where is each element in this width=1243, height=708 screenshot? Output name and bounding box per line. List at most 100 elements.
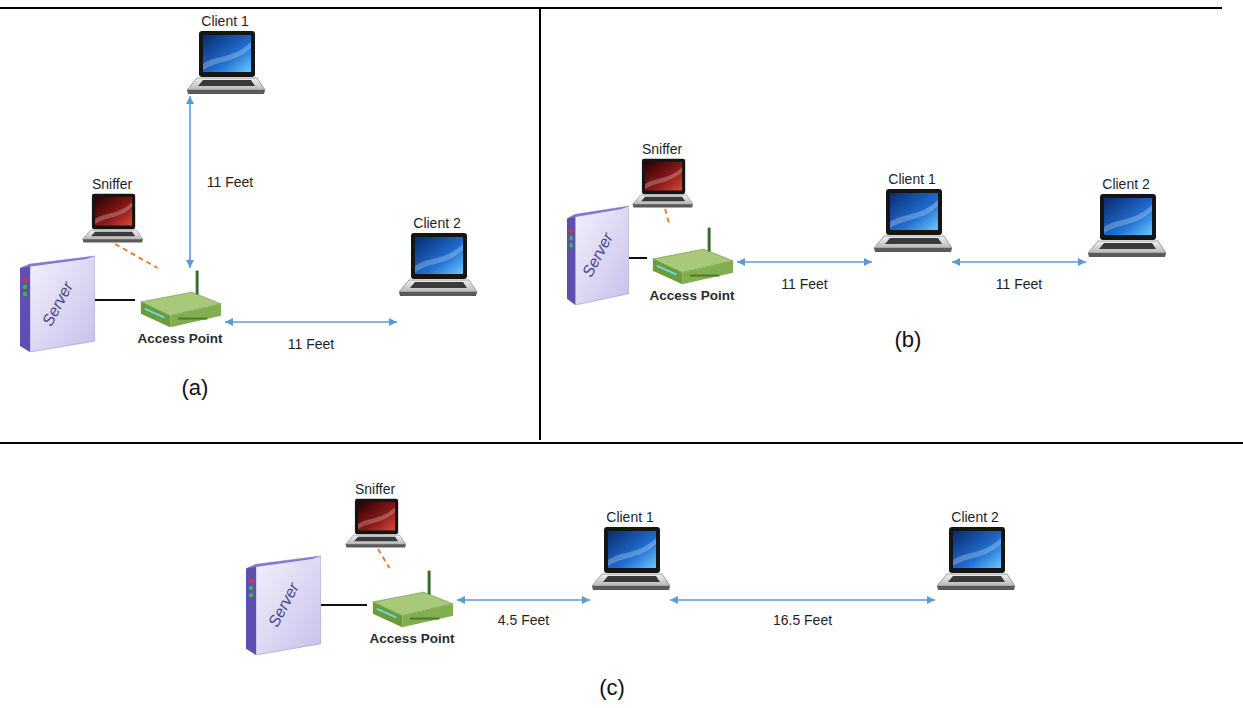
laptop-icon xyxy=(874,236,952,248)
laptop-icon xyxy=(645,167,682,189)
laptop-node: Sniffer xyxy=(81,175,143,244)
laptop-icon xyxy=(953,531,1001,568)
router-icon xyxy=(145,308,165,319)
panel-label: (a) xyxy=(182,375,209,401)
laptop-node: Client 1 xyxy=(590,508,670,592)
server-icon xyxy=(30,256,95,352)
server-icon xyxy=(246,564,256,655)
laptop-icon xyxy=(949,527,1005,573)
laptop-node: Client 1 xyxy=(872,170,952,254)
laptop-icon xyxy=(358,502,395,531)
server-icon xyxy=(23,292,27,296)
laptop-icon xyxy=(1088,253,1166,257)
node-label: Access Point xyxy=(138,330,223,348)
router-icon xyxy=(657,265,677,276)
distance-arrow xyxy=(952,261,1086,263)
server-icon xyxy=(246,556,321,568)
node-label: Client 1 xyxy=(888,170,935,188)
laptop-icon xyxy=(81,193,143,244)
server-icon xyxy=(20,264,30,352)
router-icon xyxy=(135,268,225,330)
panel-divider xyxy=(539,8,541,440)
server-icon xyxy=(569,229,573,234)
router-icon xyxy=(402,604,453,627)
router-icon xyxy=(377,608,397,619)
laptop-node: Client 2 xyxy=(397,214,477,298)
laptop-icon xyxy=(937,586,1015,590)
laptop-icon xyxy=(937,574,1015,586)
distance-arrow xyxy=(189,96,191,268)
wired-link xyxy=(321,604,367,606)
router-icon xyxy=(170,304,221,327)
laptop-icon xyxy=(633,204,693,207)
server-node: Server xyxy=(567,205,629,305)
distance-arrow xyxy=(225,321,397,323)
laptop-icon xyxy=(415,237,463,274)
laptop-icon xyxy=(890,200,938,228)
laptop-icon xyxy=(354,537,398,542)
laptop-icon xyxy=(410,282,467,288)
distance-label: 11 Feet xyxy=(778,275,830,293)
laptop-icon xyxy=(642,159,685,195)
laptop-node: Sniffer xyxy=(631,140,693,209)
laptop-icon xyxy=(603,576,660,582)
laptop-icon xyxy=(633,195,693,204)
wired-link xyxy=(629,257,647,259)
router-icon xyxy=(178,318,207,320)
server-icon xyxy=(249,579,253,584)
node-label: Sniffer xyxy=(642,140,682,158)
laptop-icon xyxy=(185,30,265,96)
laptop-icon xyxy=(187,78,265,90)
laptop-icon xyxy=(631,158,693,209)
laptop-icon xyxy=(91,232,135,237)
laptop-icon xyxy=(1104,198,1152,235)
router-icon xyxy=(690,275,719,277)
laptop-icon xyxy=(92,194,135,230)
distance-label: 4.5 Feet xyxy=(495,611,552,629)
router-icon xyxy=(367,568,457,630)
server-icon xyxy=(575,206,629,305)
panel-label: (c) xyxy=(599,675,625,701)
laptop-icon xyxy=(872,188,952,254)
laptop-icon xyxy=(874,248,952,252)
server-icon xyxy=(567,206,629,218)
server-node: Server xyxy=(246,555,321,655)
distance-arrow xyxy=(737,261,872,263)
laptop-icon xyxy=(948,576,1005,582)
laptop-icon xyxy=(83,239,143,242)
laptop-icon xyxy=(1104,205,1152,233)
node-label: Sniffer xyxy=(92,175,132,193)
distance-label: 16.5 Feet xyxy=(770,611,835,629)
server-icon xyxy=(567,214,575,305)
server-icon xyxy=(256,556,321,655)
laptop-icon xyxy=(592,586,670,590)
distance-label: 11 Feet xyxy=(993,275,1045,293)
node-label: Client 2 xyxy=(951,508,998,526)
laptop-icon xyxy=(590,526,670,592)
distance-label: 11 Feet xyxy=(204,173,256,191)
sniffer-link xyxy=(115,244,157,268)
laptop-icon xyxy=(886,189,942,235)
laptop-node: Client 2 xyxy=(935,508,1015,592)
laptop-icon xyxy=(1086,193,1166,259)
laptop-icon xyxy=(203,42,251,70)
laptop-icon xyxy=(592,574,670,586)
server-icon xyxy=(569,236,573,241)
server-node: Server xyxy=(20,255,95,352)
laptop-node: Client 2 xyxy=(1086,175,1166,259)
laptop-icon xyxy=(935,526,1015,592)
laptop-icon xyxy=(95,197,132,226)
node-label: Client 2 xyxy=(413,214,460,232)
laptop-icon xyxy=(1088,241,1166,253)
router-icon xyxy=(682,261,733,284)
laptop-icon xyxy=(953,538,1001,566)
server-icon xyxy=(249,593,253,598)
laptop-icon xyxy=(355,499,398,535)
sniffer-link xyxy=(665,209,669,225)
laptop-icon xyxy=(346,544,406,547)
laptop-icon xyxy=(198,80,255,86)
laptop-icon xyxy=(1099,243,1156,249)
